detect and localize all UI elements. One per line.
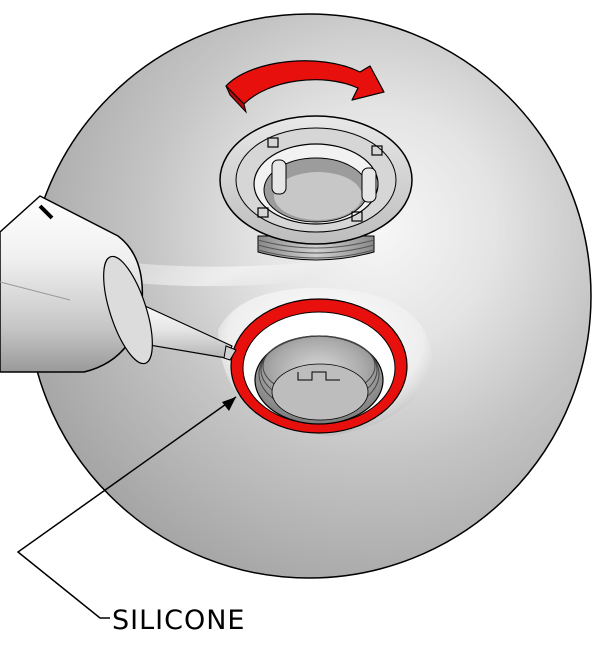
threaded-fitting xyxy=(219,115,413,261)
callout-label: SILICONE xyxy=(112,605,245,636)
rotation-arrow-icon xyxy=(225,60,385,114)
threaded-hole xyxy=(254,335,384,425)
sealant-tube xyxy=(0,195,237,373)
callout-leader xyxy=(16,396,237,619)
